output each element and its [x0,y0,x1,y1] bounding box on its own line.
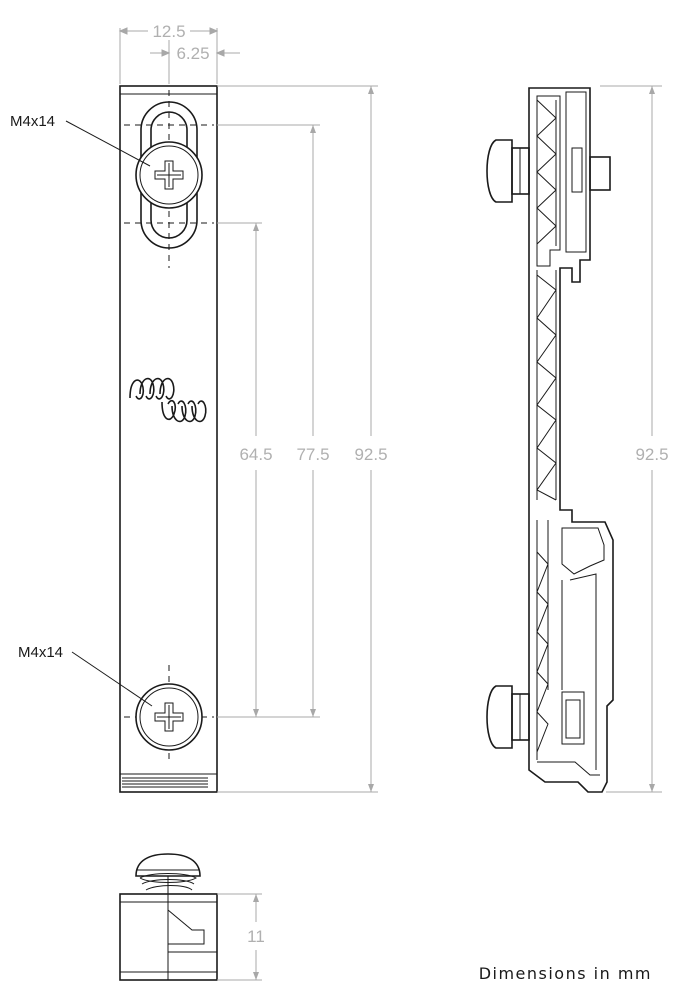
phillips-cross-icon [154,702,184,732]
units-caption: Dimensions in mm [479,964,652,983]
side-view-rail-outline [528,87,614,793]
front-view [119,85,218,793]
dim-92-5-side-line: 92.5 [600,85,669,793]
top-screw-label: M4x14 [10,113,55,130]
dim-front-half-width: 6.25 [176,44,209,63]
dim-side-height: 92.5 [635,445,668,464]
side-view-truss-bottom [536,520,549,760]
dim-77-5-line: 77.5 [217,124,330,718]
side-top-screw [486,139,530,203]
dim-front-height: 92.5 [354,445,387,464]
side-view-truss-top [536,99,557,246]
front-half-width-dimension: 6.25 [150,44,240,63]
bottom-screw [135,683,203,751]
bottom-screw-callout: M4x14 [18,644,153,707]
front-view-bottom-ribs [120,773,217,788]
side-view-truss-middle [536,270,557,501]
dim-bottom-height: 11 [247,927,265,946]
dim-front-width: 12.5 [152,22,185,41]
front-view-body [119,85,218,793]
dim-hole-to-slot-end: 64.5 [239,445,272,464]
side-view [486,87,614,793]
phillips-cross-icon [154,160,184,190]
dim-slot-span: 77.5 [296,445,329,464]
bottom-view [119,853,218,981]
front-width-dimension: 12.5 [118,22,219,84]
bottom-screw-label: M4x14 [18,644,63,661]
bottom-view-screw-thread [139,873,197,894]
dim-11-line: 11 [217,893,265,981]
side-bottom-screw [486,685,530,749]
top-screw [135,141,203,209]
dim-92-5-front-line: 92.5 [217,85,388,793]
bottom-view-screw-head [135,853,201,877]
top-screw-callout: M4x14 [10,113,151,167]
dim-64-5-line: 64.5 [217,222,273,718]
brand-logo-icon [129,377,207,423]
